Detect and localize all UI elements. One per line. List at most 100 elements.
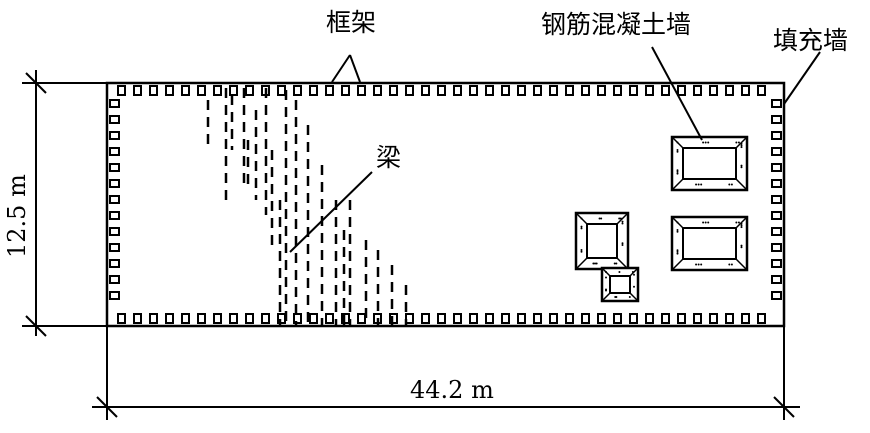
frame-column-tick <box>309 85 318 96</box>
frame-column-tick <box>771 147 782 156</box>
leader-lines <box>289 46 821 253</box>
frame-column-tick <box>757 313 766 324</box>
frame-column-tick <box>109 115 120 124</box>
frame-column-tick <box>645 85 654 96</box>
frame-column-tick <box>437 313 446 324</box>
frame-column-tick <box>533 85 542 96</box>
frame-column-tick <box>165 313 174 324</box>
frame-column-tick <box>517 313 526 324</box>
frame-column-tick <box>741 85 750 96</box>
frame-column-tick <box>533 313 542 324</box>
floor-outline <box>105 81 786 328</box>
frame-column-tick <box>149 313 158 324</box>
frame-column-tick <box>133 313 142 324</box>
beam-lines <box>206 88 408 326</box>
frame-column-tick <box>357 85 366 96</box>
frame-column-tick <box>771 211 782 220</box>
frame-column-tick <box>357 313 366 324</box>
frame-column-tick <box>421 85 430 96</box>
frame-column-tick <box>597 85 606 96</box>
beam-leader <box>289 171 373 253</box>
frame-column-tick <box>741 313 750 324</box>
frame-column-tick <box>771 243 782 252</box>
frame-column-tick <box>117 313 126 324</box>
frame-column-tick <box>293 85 302 96</box>
frame-column-tick <box>661 313 670 324</box>
frame-column-tick <box>277 85 286 96</box>
frame-column-tick <box>341 85 350 96</box>
frame-column-tick <box>661 85 670 96</box>
frame-column-tick <box>309 313 318 324</box>
infill-wall-label: 填充墙 <box>773 26 848 55</box>
concrete-wall-leader <box>651 46 703 141</box>
frame-column-tick <box>109 227 120 236</box>
frame-column-tick <box>341 313 350 324</box>
frame-column-tick <box>469 85 478 96</box>
frame-column-tick <box>725 313 734 324</box>
frame-column-tick <box>613 313 622 324</box>
frame-column-tick <box>109 259 120 268</box>
frame-column-tick <box>501 313 510 324</box>
infill-wall-leader <box>783 51 821 105</box>
frame-column-tick <box>771 259 782 268</box>
concrete-wall-boxes <box>574 135 749 303</box>
frame-leader-2 <box>349 54 361 83</box>
frame-column-tick <box>165 85 174 96</box>
frame-column-tick <box>437 85 446 96</box>
frame-column-tick <box>771 227 782 236</box>
frame-column-tick <box>693 85 702 96</box>
frame-column-tick <box>109 147 120 156</box>
frame-column-tick <box>757 85 766 96</box>
frame-column-tick <box>197 313 206 324</box>
frame-column-tick <box>771 179 782 188</box>
frame-column-tick <box>565 85 574 96</box>
frame-column-tick <box>501 85 510 96</box>
frame-column-tick <box>245 85 254 96</box>
frame-column-tick <box>109 131 120 140</box>
frame-column-tick <box>109 291 120 300</box>
concrete-wall-box <box>574 211 630 271</box>
frame-column-tick <box>517 85 526 96</box>
width-dimension-label: 44.2 m <box>410 376 494 404</box>
frame-column-tick <box>245 313 254 324</box>
concrete-wall-box <box>600 266 640 303</box>
frame-column-tick <box>645 313 654 324</box>
frame-column-tick <box>771 99 782 108</box>
frame-column-tick <box>709 313 718 324</box>
frame-column-tick <box>565 313 574 324</box>
frame-column-tick <box>109 243 120 252</box>
frame-column-tick <box>405 313 414 324</box>
frame-column-tick <box>293 313 302 324</box>
frame-column-tick <box>181 313 190 324</box>
frame-column-tick <box>771 163 782 172</box>
frame-column-tick <box>213 85 222 96</box>
concrete-wall-box <box>670 135 749 192</box>
frame-column-tick <box>771 115 782 124</box>
frame-column-tick <box>693 313 702 324</box>
frame-column-tick <box>549 313 558 324</box>
frame-column-tick <box>771 275 782 284</box>
frame-column-tick <box>133 85 142 96</box>
frame-column-tick <box>581 313 590 324</box>
height-dimension <box>22 70 107 337</box>
frame-column-tick <box>325 85 334 96</box>
concrete-wall-box <box>670 215 749 272</box>
frame-column-tick <box>181 85 190 96</box>
frame-column-tick <box>109 179 120 188</box>
frame-column-tick <box>213 313 222 324</box>
frame-column-tick <box>629 85 638 96</box>
frame-column-tick <box>421 313 430 324</box>
frame-column-tick <box>261 313 270 324</box>
frame-column-tick <box>629 313 638 324</box>
frame-column-tick <box>453 85 462 96</box>
frame-column-tick <box>373 85 382 96</box>
frame-column-tick <box>581 85 590 96</box>
frame-column-tick <box>597 313 606 324</box>
frame-column-tick <box>229 313 238 324</box>
frame-column-tick <box>389 313 398 324</box>
frame-column-tick <box>485 313 494 324</box>
frame-column-tick <box>453 313 462 324</box>
frame-column-tick <box>771 131 782 140</box>
concrete-wall-label: 钢筋混凝土墙 <box>541 10 691 39</box>
